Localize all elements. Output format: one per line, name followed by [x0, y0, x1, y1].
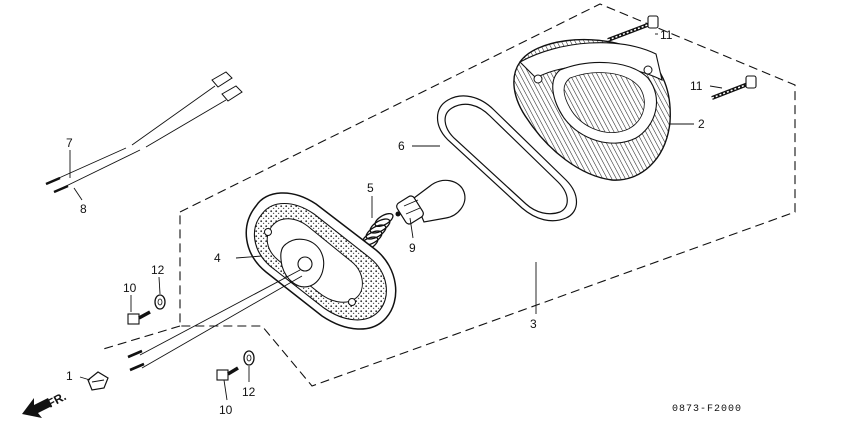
callouts: 1 2 3 4 5 6 7 8 9 10 10 11 11 12 12: [66, 28, 705, 417]
callout-2: 2: [698, 117, 705, 131]
callout-6: 6: [398, 139, 405, 153]
bulb: [395, 179, 466, 225]
wire-7: [45, 71, 233, 186]
tail-light-base: [127, 192, 397, 372]
bolt-10-lower: [216, 366, 239, 381]
screw-11-top: [607, 15, 659, 42]
callout-5: 5: [367, 181, 374, 195]
front-direction-arrow: FR.: [22, 389, 68, 418]
washer-12-upper: [154, 294, 166, 310]
tail-light-lens: [513, 38, 671, 181]
callout-4: 4: [214, 251, 221, 265]
callout-9: 9: [409, 241, 416, 255]
clip-1: [87, 371, 109, 391]
screw-11-right: [711, 75, 757, 100]
wire-8: [53, 85, 243, 194]
lens-gasket: [436, 95, 578, 222]
callout-8: 8: [80, 202, 87, 216]
callout-12-upper: 12: [151, 263, 165, 277]
callout-7: 7: [66, 136, 73, 150]
bolt-10-upper: [127, 310, 151, 325]
washer-12-lower: [243, 350, 255, 366]
callout-11-top: 11: [660, 28, 673, 42]
callout-12-lower: 12: [242, 385, 256, 399]
callout-3: 3: [530, 317, 537, 331]
callout-11-right: 11: [690, 79, 703, 93]
callout-10-lower: 10: [219, 403, 233, 417]
drawing-code: 0873-F2000: [672, 404, 742, 415]
callout-1: 1: [66, 369, 73, 383]
leader-lines: [69, 33, 723, 401]
callout-10-upper: 10: [123, 281, 137, 295]
